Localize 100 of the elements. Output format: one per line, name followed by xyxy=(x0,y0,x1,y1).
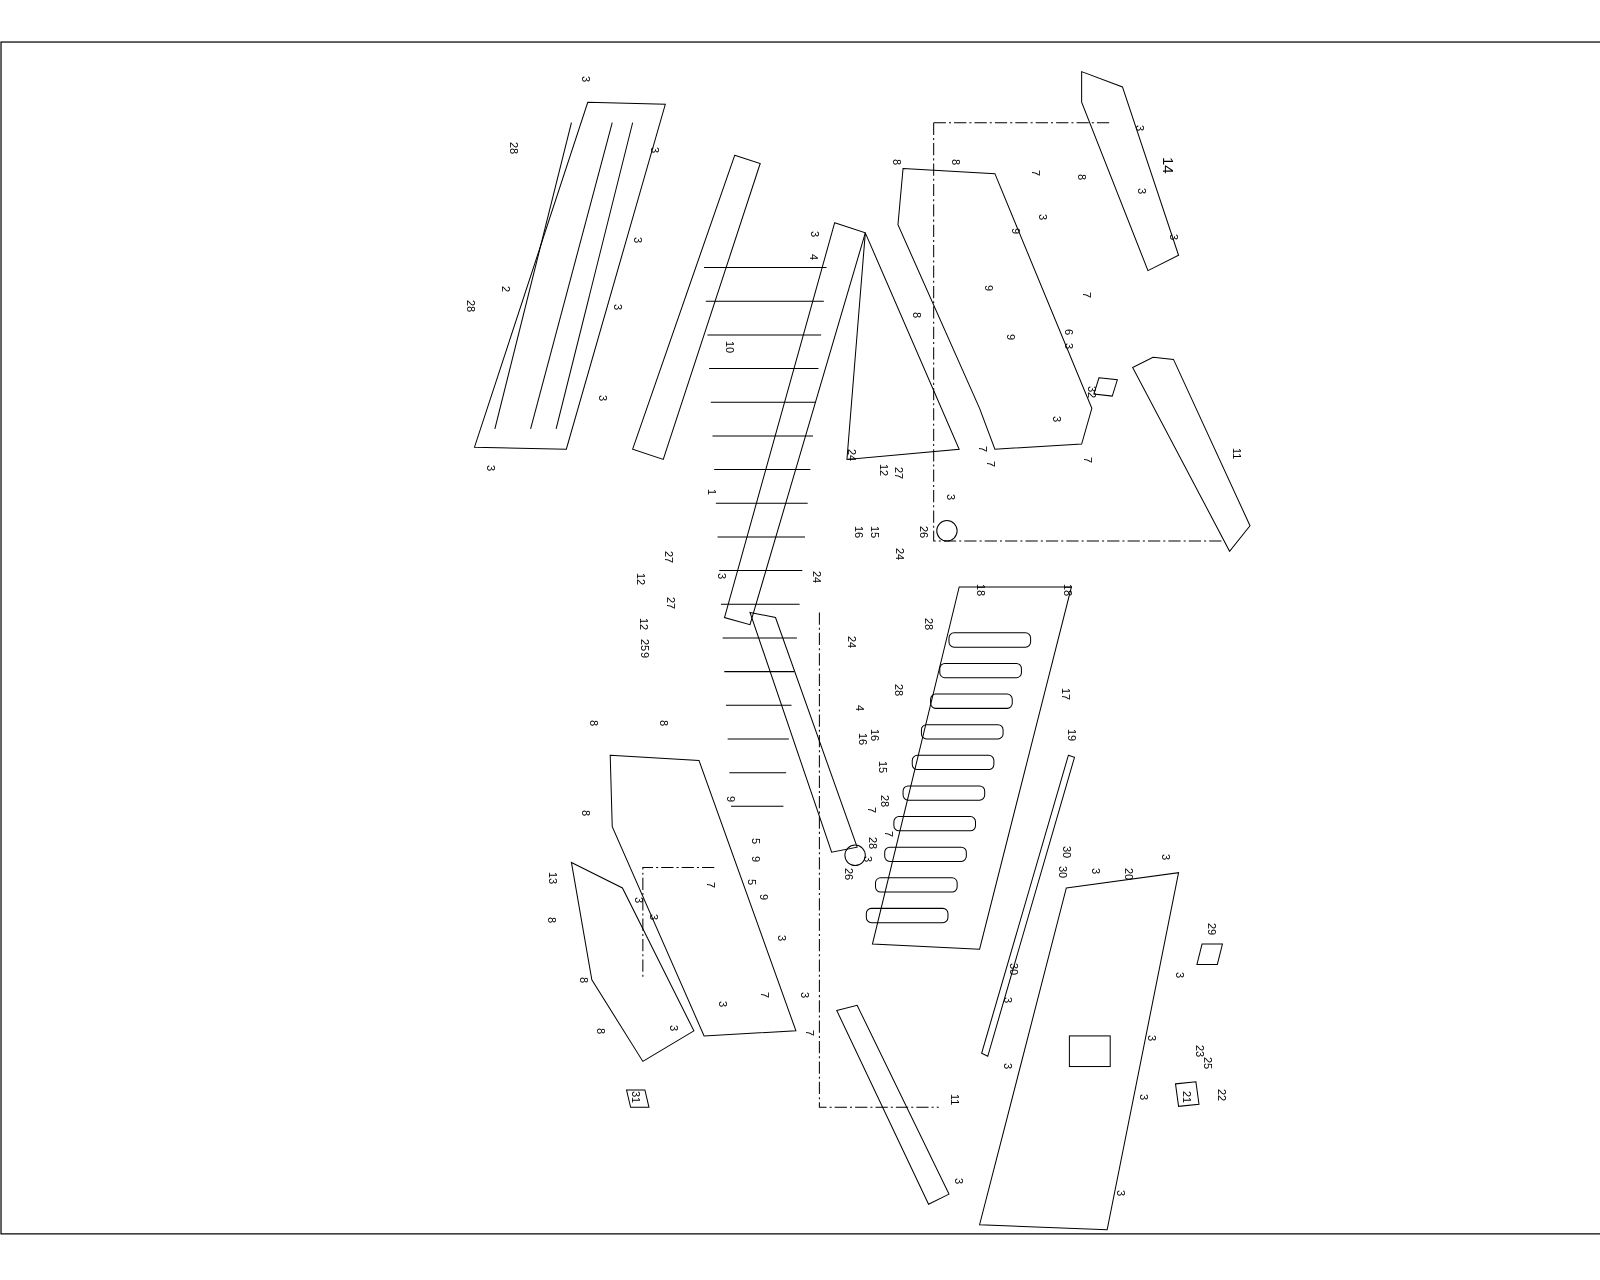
callout-number: 23 xyxy=(1193,1045,1205,1058)
callout-number: 12 xyxy=(877,464,889,477)
callout-number: 14 xyxy=(1161,157,1177,174)
callout-number: 9 xyxy=(982,284,994,291)
callout-number: 3 xyxy=(1002,1063,1014,1070)
callout-number: 7 xyxy=(866,807,878,814)
callout-number: 5 xyxy=(746,878,757,885)
callout-number: 3 xyxy=(597,395,609,402)
callout-number: 8 xyxy=(1075,173,1087,180)
callout-number: 7 xyxy=(1081,457,1093,464)
callout-number: 7 xyxy=(759,991,771,999)
callout-number: 3 xyxy=(631,236,643,243)
callout-number: 3 xyxy=(632,897,644,904)
callout-number: 26 xyxy=(918,525,930,538)
callout-number: 22 xyxy=(1216,1088,1228,1102)
callout-number: 7 xyxy=(1029,169,1041,176)
callout-number: 3 xyxy=(1036,214,1048,221)
callout-number: 28 xyxy=(892,683,904,697)
callout-number: 3 xyxy=(1051,416,1063,423)
callout-number: 15 xyxy=(869,525,881,538)
callout-number: 9 xyxy=(638,652,650,659)
callout-number: 3 xyxy=(1089,868,1101,875)
callout-number: 8 xyxy=(587,719,599,726)
callout-number: 27 xyxy=(663,551,675,564)
callout-number: 24 xyxy=(846,449,857,462)
callout-number: 19 xyxy=(1066,728,1078,741)
callout-number: 7 xyxy=(705,881,717,888)
callout-number: 5 xyxy=(750,837,762,844)
callout-number: 8 xyxy=(658,719,670,726)
callout-number: 3 xyxy=(1146,1034,1157,1041)
callout-number: 3 xyxy=(579,75,591,82)
callout-number: 8 xyxy=(546,917,557,924)
callout-number: 9 xyxy=(1010,227,1022,234)
callout-number: 17 xyxy=(1060,687,1072,701)
callout-number: 10 xyxy=(723,340,735,354)
callout-number: 29 xyxy=(1206,922,1218,935)
callout-number: 27 xyxy=(665,597,677,610)
callout-number: 8 xyxy=(950,159,962,166)
callout-number: 3 xyxy=(717,1001,729,1008)
callout-number: 28 xyxy=(465,300,477,313)
callout-number: 24 xyxy=(846,635,857,649)
callout-number: 31 xyxy=(629,1090,641,1104)
callout-number: 16 xyxy=(857,732,869,745)
callout-number: 3 xyxy=(1135,187,1147,194)
callout-number: 3 xyxy=(1168,233,1180,240)
callout-number: 3 xyxy=(1002,997,1014,1004)
callout-number: 11 xyxy=(1230,448,1242,460)
callout-number: 3 xyxy=(862,856,874,863)
callout-number: 8 xyxy=(579,810,591,817)
callout-number: 7 xyxy=(984,461,996,468)
callout-number: 20 xyxy=(1122,868,1134,881)
callout-number: 8 xyxy=(890,159,902,166)
callout-number: 21 xyxy=(1180,1090,1192,1104)
callout-number: 9 xyxy=(724,796,736,803)
callout-number: 7 xyxy=(976,446,988,453)
callout-number: 3 xyxy=(799,991,811,999)
callout-number: 3 xyxy=(1133,124,1145,131)
callout-number: 11 xyxy=(949,1094,961,1106)
callout-number: 28 xyxy=(508,141,520,155)
callout-number: 8 xyxy=(577,976,589,983)
callout-number: 30 xyxy=(1061,846,1073,859)
callout-number: 9 xyxy=(750,856,762,863)
callout-number: 7 xyxy=(1080,291,1092,299)
callout-number: 32 xyxy=(1085,385,1097,399)
callout-number: 26 xyxy=(842,868,854,881)
callout-number: 24 xyxy=(811,570,823,583)
callout-number: 28 xyxy=(867,836,879,850)
callout-number: 9 xyxy=(758,894,770,901)
callout-number: 2 xyxy=(500,285,512,292)
callout-number: 3 xyxy=(1160,854,1172,861)
callout-number: 12 xyxy=(634,572,646,585)
callout-number: 3 xyxy=(1137,1094,1149,1101)
callout-number: 3 xyxy=(649,147,661,154)
callout-number: 3 xyxy=(953,1177,965,1184)
callout-number: 4 xyxy=(854,705,866,712)
callout-number: 4 xyxy=(808,254,820,261)
callout-number: 1 xyxy=(706,488,718,495)
callout-number: 28 xyxy=(922,618,934,631)
callout-number: 3 xyxy=(484,465,496,472)
callout-number: 18 xyxy=(974,583,986,597)
callout-number: 30 xyxy=(1008,963,1020,976)
callout-number: 18 xyxy=(1062,583,1074,597)
callout-number: 24 xyxy=(893,548,905,561)
callout-number: 8 xyxy=(911,312,923,319)
callout-number: 3 xyxy=(1173,971,1185,978)
callout-number: 3 xyxy=(716,572,728,579)
callout-number: 8 xyxy=(595,1027,606,1034)
callout-number: 9 xyxy=(1005,333,1017,340)
callout-number: 30 xyxy=(1057,866,1069,879)
callout-number: 16 xyxy=(853,525,865,538)
callout-number: 3 xyxy=(668,1024,680,1031)
callout-number: 15 xyxy=(876,761,888,774)
callout-number: 28 xyxy=(878,795,890,808)
callout-number: 3 xyxy=(1063,342,1075,350)
callout-number: 27 xyxy=(892,467,904,480)
callout-number: 3 xyxy=(648,914,660,921)
callout-number: 3 xyxy=(612,304,624,311)
callout-number: 25 xyxy=(1202,1057,1214,1070)
callout-number: 7 xyxy=(882,830,894,837)
callout-number: 3 xyxy=(809,230,821,237)
